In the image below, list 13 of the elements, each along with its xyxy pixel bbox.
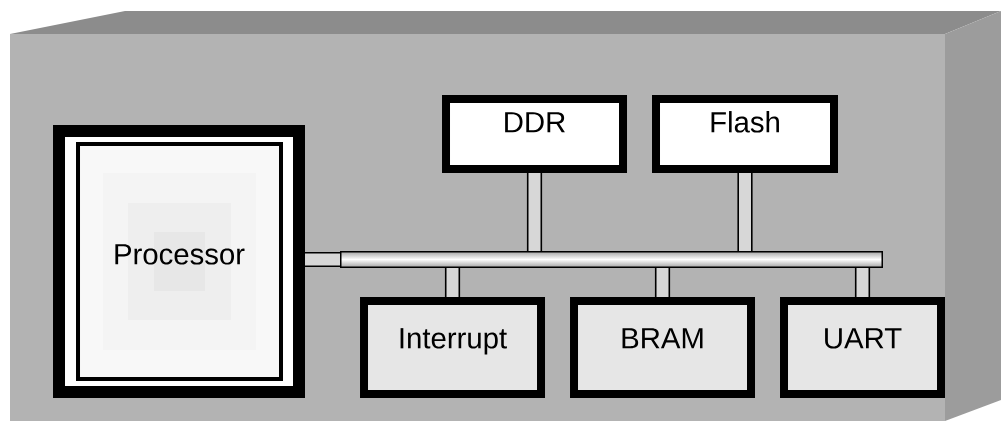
bus-connector bbox=[737, 173, 753, 251]
block-box: DDR bbox=[442, 95, 627, 173]
bus-connector bbox=[305, 251, 340, 268]
bus-connector bbox=[444, 268, 461, 297]
block-box: Flash bbox=[652, 95, 838, 173]
bus-connector bbox=[654, 268, 671, 297]
bus-bar bbox=[340, 251, 883, 268]
block-box: Interrupt bbox=[360, 297, 545, 398]
bus-connector bbox=[854, 268, 871, 297]
processor-box: Processor bbox=[53, 125, 305, 398]
bus-connector bbox=[526, 173, 543, 251]
block-box: BRAM bbox=[570, 297, 755, 398]
block-box: UART bbox=[780, 297, 945, 398]
